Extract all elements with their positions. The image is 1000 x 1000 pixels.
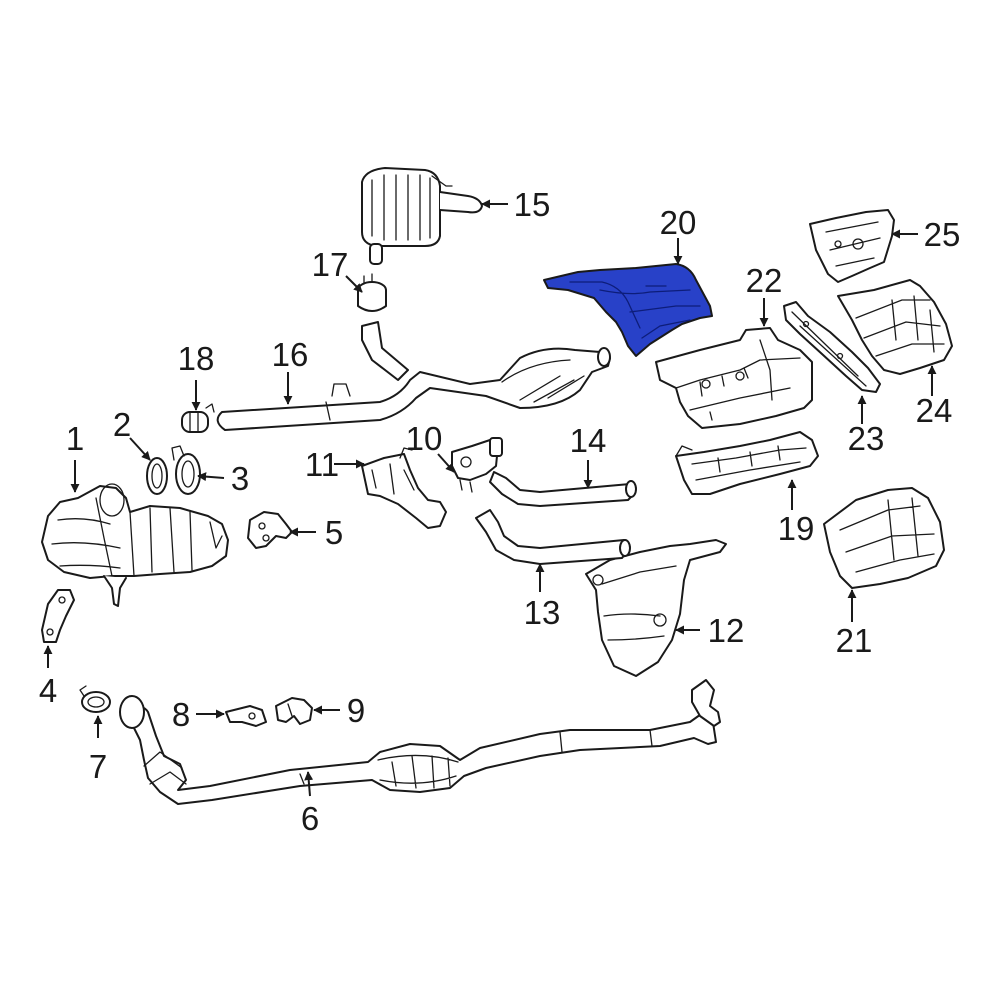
part-18-clamp[interactable]: [181, 403, 215, 433]
callout-24[interactable]: 24: [916, 392, 953, 429]
leader-17: [345, 275, 363, 293]
part-24-heat-shield[interactable]: [837, 279, 953, 375]
callout-20[interactable]: 20: [660, 204, 697, 241]
callout-12[interactable]: 12: [708, 612, 745, 649]
part-17-clamp[interactable]: [357, 273, 387, 312]
part-11-bracket[interactable]: [361, 447, 447, 529]
part-8-bracket[interactable]: [225, 705, 267, 727]
part-4-bracket[interactable]: [41, 589, 75, 643]
callout-17[interactable]: 17: [312, 246, 349, 283]
leader-2: [129, 437, 151, 461]
part-14-tube[interactable]: [489, 471, 637, 507]
part-7-gasket[interactable]: [79, 685, 111, 713]
part-25-heat-shield[interactable]: [809, 209, 895, 283]
callout-5[interactable]: 5: [325, 514, 343, 551]
callout-18[interactable]: 18: [178, 340, 215, 377]
callout-14[interactable]: 14: [570, 422, 607, 459]
callout-1[interactable]: 1: [66, 420, 84, 457]
part-10-sensor[interactable]: [451, 437, 503, 493]
callout-15[interactable]: 15: [514, 186, 551, 223]
callout-3[interactable]: 3: [231, 460, 249, 497]
callout-leaders: [43, 199, 937, 797]
part-3-clamp[interactable]: [171, 445, 201, 495]
callout-7[interactable]: 7: [89, 748, 107, 785]
part-16-intermediate-pipe[interactable]: [216, 321, 611, 431]
part-15-rear-muffler[interactable]: [361, 167, 483, 265]
callout-9[interactable]: 9: [347, 692, 365, 729]
part-1-catalytic-converter[interactable]: [41, 483, 229, 607]
leader-10: [437, 453, 455, 473]
callout-25[interactable]: 25: [924, 216, 961, 253]
callout-2[interactable]: 2: [113, 406, 131, 443]
part-6-front-pipe[interactable]: [119, 679, 721, 805]
part-5-bracket[interactable]: [247, 511, 293, 549]
callout-10[interactable]: 10: [406, 420, 443, 457]
part-2-gasket[interactable]: [146, 457, 168, 495]
part-12-heat-shield[interactable]: [585, 539, 727, 677]
callout-22[interactable]: 22: [746, 262, 783, 299]
part-21-heat-shield[interactable]: [823, 487, 945, 589]
callout-11[interactable]: 11: [305, 446, 339, 483]
part-23-bracket[interactable]: [783, 301, 881, 393]
callout-23[interactable]: 23: [848, 420, 885, 457]
part-20-heat-shield-highlighted[interactable]: [543, 263, 713, 357]
part-9-hanger[interactable]: [275, 697, 313, 725]
callout-6[interactable]: 6: [301, 800, 319, 837]
part-13-tube[interactable]: [475, 509, 631, 565]
callout-4[interactable]: 4: [39, 672, 57, 709]
callout-19[interactable]: 19: [778, 510, 815, 547]
callout-numbers: 1 2 3 4 5 6 7 8 9 10 11 12 13 14 15 16 1…: [39, 186, 961, 837]
part-22-heat-shield[interactable]: [655, 327, 813, 429]
callout-13[interactable]: 13: [524, 594, 561, 631]
part-19-heat-shield[interactable]: [675, 431, 819, 495]
callout-16[interactable]: 16: [272, 336, 309, 373]
leader-3: [197, 472, 225, 482]
callout-21[interactable]: 21: [836, 622, 873, 659]
callout-8[interactable]: 8: [172, 696, 190, 733]
leader-6: [304, 771, 314, 797]
